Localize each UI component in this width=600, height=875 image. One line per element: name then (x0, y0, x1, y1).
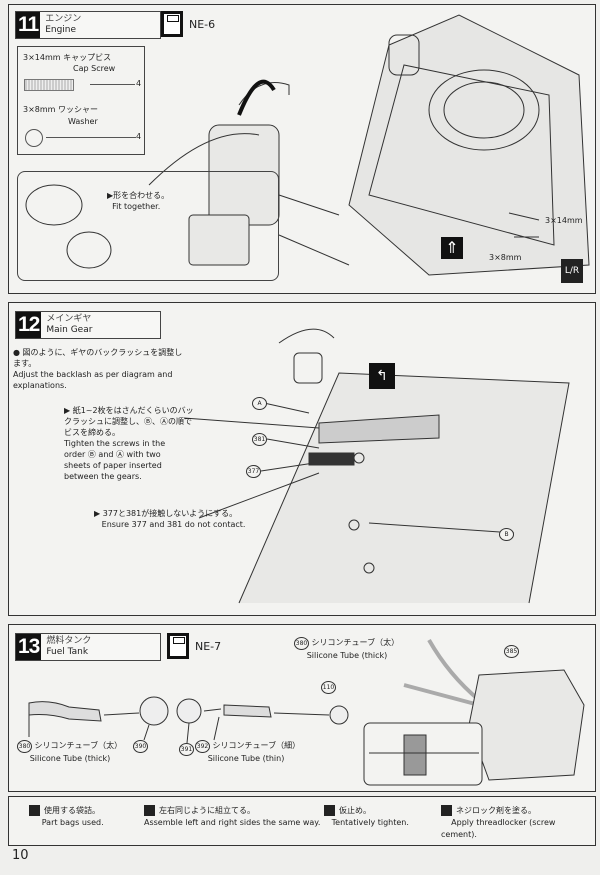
tighten-note: ▶ 紙1~2枚をはさんだくらいのバックラッシュに調整し、Ⓑ、Ⓐの順でビスを締める… (64, 406, 194, 481)
legend-box: 使用する袋詰。 Part bags used. 左右同じように組立てる。Asse… (8, 796, 596, 846)
legend-tentative: 仮止め。 Tentatively tighten. (324, 805, 409, 829)
title-jp: エンジン (45, 14, 82, 24)
part-name: Cap Screw (73, 64, 116, 73)
step-number: 13 (16, 634, 42, 660)
parts-box: 3×14mm キャップビス Cap Screw 4 3×8mm ワッシャー Wa… (17, 46, 145, 155)
left-right-icon (144, 805, 155, 816)
threadlocker-icon: ↰ (369, 363, 395, 389)
part-qty: 4 (136, 79, 142, 88)
main-gear-illustration (183, 328, 570, 604)
part-name: Washer (68, 117, 98, 126)
step-number: 12 (16, 312, 42, 338)
title-en: Main Gear (46, 325, 93, 335)
part-bag-ne6: NE-6 (161, 11, 215, 37)
bag-label: NE-7 (195, 639, 222, 653)
tighten-icon (324, 805, 335, 816)
part-qty: 4 (136, 132, 142, 141)
part-bag-ne7: NE-7 (167, 633, 221, 659)
part-bag-icon (29, 805, 40, 816)
cap-screw-icon (24, 79, 74, 91)
label-381: 381 (252, 433, 267, 446)
label-110: 110 (321, 681, 336, 694)
part-size: 3×8mm ワッシャー (23, 105, 99, 114)
title-en: Engine (45, 25, 77, 35)
legend-threadlocker: ネジロック剤を塗る。 Apply threadlocker (screw cem… (441, 805, 556, 839)
label-390: 390 (133, 740, 148, 753)
page-number: 10 (12, 848, 29, 863)
title-en: Fuel Tank (46, 647, 89, 657)
engine-illustration (25, 14, 590, 276)
fuel-tank-illustration (28, 639, 585, 786)
label-385: 385 (504, 645, 519, 658)
tighten-icon: ⇑ (441, 237, 463, 259)
callout-screw: 3×14mm (545, 216, 583, 225)
label-377: 377 (246, 465, 261, 478)
part-bag-icon (167, 633, 189, 659)
title-jp: メインギヤ (46, 314, 92, 324)
bag-label: NE-6 (189, 17, 216, 31)
label-391: 391 (179, 743, 194, 756)
step-number: 11 (16, 12, 41, 38)
fit-note: ▶形を合わせる。 Fit together. (107, 191, 170, 211)
contact-note: ▶ 377と381が接触しないようにする。 Ensure 377 and 381… (94, 509, 246, 529)
thick-tube-label-top: 380 シリコンチューブ（太） Silicone Tube (thick) (294, 637, 400, 660)
fit-detail-box (17, 171, 279, 281)
label-a: A (252, 397, 267, 410)
washer-icon (25, 129, 43, 147)
thin-tube-label: 392 シリコンチューブ（細） Silicone Tube (thin) (195, 740, 301, 763)
callout-washer: 3×8mm (489, 253, 522, 262)
threadlocker-icon (441, 805, 452, 816)
label-b: B (499, 528, 514, 541)
title-jp: 燃料タンク (46, 636, 92, 646)
legend-part-bags: 使用する袋詰。 Part bags used. (29, 805, 104, 829)
thick-tube-label: 380 シリコンチューブ（太） Silicone Tube (thick) (17, 740, 123, 763)
part-size: 3×14mm キャップビス (23, 53, 112, 62)
backlash-note: ● 図のように、ギヤのバックラッシュを調整します。Adjust the back… (13, 348, 183, 390)
left-right-icon: L/R (561, 259, 583, 283)
legend-left-right: 左右同じように組立てる。Assemble left and right side… (144, 805, 321, 827)
part-bag-icon (161, 11, 183, 37)
